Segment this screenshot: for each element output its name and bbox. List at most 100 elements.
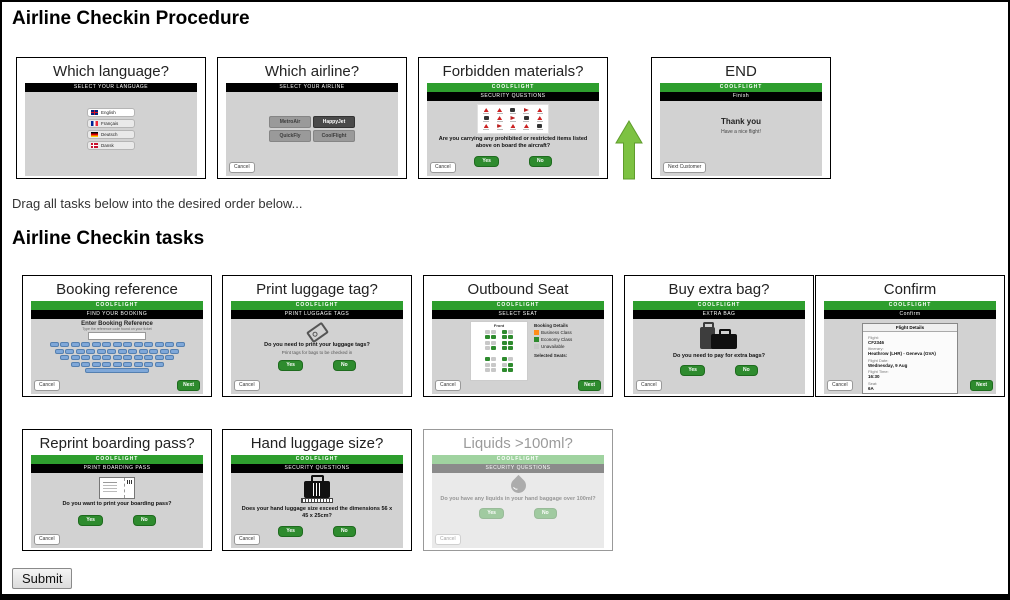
legend-label: Economy Class (541, 337, 573, 342)
card-title: Forbidden materials? (442, 63, 584, 80)
brand-bar: COOLFLIGHT (427, 83, 599, 92)
procedure-card-forbidden-materials[interactable]: Forbidden materials? COOLFLIGHT SECURITY… (418, 57, 608, 179)
card-title: Outbound Seat (467, 281, 569, 298)
question-sub-text: Print tags for bags to be checked in (281, 350, 353, 356)
field-value: 6A (868, 385, 874, 391)
seat-map: Front (470, 321, 528, 381)
question-text: Do you want to print your boarding pass? (62, 501, 172, 507)
booking-reference-input (88, 332, 146, 340)
airline-button-happyjet: HappyJet (313, 116, 355, 128)
up-arrow-icon (615, 120, 643, 180)
kiosk-screen: COOLFLIGHT EXTRA BAG Do you need to pay … (633, 301, 805, 394)
screen-body: MetroAir HappyJet QuickFly CoolFlight Ca… (226, 92, 398, 176)
task-card-hand-luggage-size[interactable]: Hand luggage size? COOLFLIGHT SECURITY Q… (222, 429, 412, 551)
screen-subtitle-bar: SECURITY QUESTIONS (432, 464, 604, 473)
screen-subtitle-bar: FIND YOUR BOOKING (31, 310, 203, 319)
task-card-booking-reference[interactable]: Booking reference COOLFLIGHT FIND YOUR B… (22, 275, 212, 397)
screen-body: Do you need to print your luggage tags? … (231, 319, 403, 394)
brand-bar: COOLFLIGHT (231, 455, 403, 464)
submit-button[interactable]: Submit (12, 568, 73, 589)
legend-title: Booking Details (534, 323, 569, 328)
legend-label: Unavailable (541, 344, 565, 349)
booking-prompt-sub: Type the reference code found on your ti… (82, 327, 152, 331)
brand-bar: COOLFLIGHT (660, 83, 822, 92)
task-card-print-luggage-tag[interactable]: Print luggage tag? COOLFLIGHT PRINT LUGG… (222, 275, 412, 397)
next-button: Next (578, 380, 601, 391)
card-title: Print luggage tag? (256, 281, 378, 298)
cancel-button: Cancel (430, 162, 456, 173)
cancel-button: Cancel (435, 534, 461, 545)
brand-bar: COOLFLIGHT (432, 455, 604, 464)
no-button: No (734, 365, 758, 377)
question-text: Do you have any liquids in your hand bag… (440, 496, 596, 502)
field-value: Heathrow (LHR) - Geneva (GVA) (868, 351, 936, 356)
screen-body: Do you have any liquids in your hand bag… (432, 473, 604, 548)
task-card-liquids-disabled: Liquids >100ml? COOLFLIGHT SECURITY QUES… (423, 429, 613, 551)
cancel-button: Cancel (636, 380, 662, 391)
field-value: CF2346 (868, 339, 885, 345)
yes-button: Yes (278, 525, 303, 537)
kiosk-screen: SELECT YOUR AIRLINE MetroAir HappyJet Qu… (226, 83, 398, 176)
france-flag-icon (91, 121, 98, 126)
kiosk-screen: COOLFLIGHT SECURITY QUESTIONS Do you hav… (432, 455, 604, 548)
screen-subtitle-bar: Confirm (824, 310, 996, 319)
screen-subtitle-bar: SECURITY QUESTIONS (231, 464, 403, 473)
question-text: Are you carrying any prohibited or restr… (438, 136, 588, 150)
screen-body: Do you need to pay for extra bags? Yes N… (633, 319, 805, 394)
flight-details-panel: Flight Details Flight: CF2346 Itinerary:… (862, 323, 958, 394)
yes-button: Yes (78, 515, 103, 527)
kiosk-screen: COOLFLIGHT SELECT SEAT Front Booking Det… (432, 301, 604, 394)
kiosk-screen: COOLFLIGHT Confirm Flight Details Flight… (824, 301, 996, 394)
field-value: 16:30 (868, 374, 880, 379)
cancel-button: Cancel (827, 380, 853, 391)
language-label: Dansk (101, 143, 114, 148)
procedure-heading: Airline Checkin Procedure (12, 8, 250, 29)
brand-bar: COOLFLIGHT (633, 301, 805, 310)
brand-bar: COOLFLIGHT (31, 455, 203, 464)
yes-button: Yes (474, 155, 499, 167)
task-card-reprint-boarding-pass[interactable]: Reprint boarding pass? COOLFLIGHT PRINT … (22, 429, 212, 551)
cancel-button: Cancel (234, 534, 260, 545)
task-card-confirm[interactable]: Confirm COOLFLIGHT Confirm Flight Detail… (815, 275, 1005, 397)
language-button-francais: Français (87, 119, 135, 128)
kiosk-screen: COOLFLIGHT PRINT BOARDING PASS Do you wa… (31, 455, 203, 548)
cancel-button: Cancel (234, 380, 260, 391)
language-button-deutsch: Deutsch (87, 130, 135, 139)
thank-you-text: Thank you (720, 117, 761, 126)
task-card-outbound-seat[interactable]: Outbound Seat COOLFLIGHT SELECT SEAT Fro… (423, 275, 613, 397)
screen-body: Enter Booking Reference Type the referen… (31, 319, 203, 394)
booking-prompt: Enter Booking Reference (81, 321, 153, 327)
card-title: Buy extra bag? (668, 281, 770, 298)
luggage-tag-icon (305, 321, 329, 344)
kiosk-screen: COOLFLIGHT Finish Thank you Have a nice … (660, 83, 822, 176)
business-class-swatch (534, 330, 539, 335)
procedure-card-end[interactable]: END COOLFLIGHT Finish Thank you Have a n… (651, 57, 831, 179)
language-button-dansk: Dansk (87, 141, 135, 150)
luggage-bags-icon (698, 322, 740, 351)
unavailable-swatch (534, 344, 539, 349)
screen-subtitle-bar: PRINT BOARDING PASS (31, 464, 203, 473)
liquid-drop-icon (507, 474, 529, 497)
drag-hint-text: Drag all tasks below into the desired or… (12, 196, 303, 211)
next-button: Next (177, 380, 200, 391)
airline-button-coolflight: CoolFlight (313, 130, 355, 142)
cancel-button: Cancel (34, 534, 60, 545)
card-title: Confirm (883, 281, 937, 298)
procedure-card-which-language[interactable]: Which language? SELECT YOUR LANGUAGE Eng… (16, 57, 206, 179)
card-title: Reprint boarding pass? (39, 435, 195, 452)
card-title: END (725, 63, 757, 80)
language-label: English (101, 110, 116, 115)
procedure-card-which-airline[interactable]: Which airline? SELECT YOUR AIRLINE Metro… (217, 57, 407, 179)
field-label: Itinerary: (868, 346, 884, 351)
task-card-buy-extra-bag[interactable]: Buy extra bag? COOLFLIGHT EXTRA BAG Do y… (624, 275, 814, 397)
screen-body: Front Booking Details Business Class Eco… (432, 319, 604, 394)
next-button: Next (970, 380, 993, 391)
question-text: Do you need to pay for extra bags? (673, 353, 765, 359)
card-title: Liquids >100ml? (463, 435, 573, 452)
screen-body: Flight Details Flight: CF2346 Itinerary:… (824, 319, 996, 394)
uk-flag-icon (91, 110, 98, 115)
seat-legend: Booking Details Business Class Economy C… (534, 323, 572, 358)
cancel-button: Cancel (229, 162, 255, 173)
card-title: Which language? (53, 63, 169, 80)
